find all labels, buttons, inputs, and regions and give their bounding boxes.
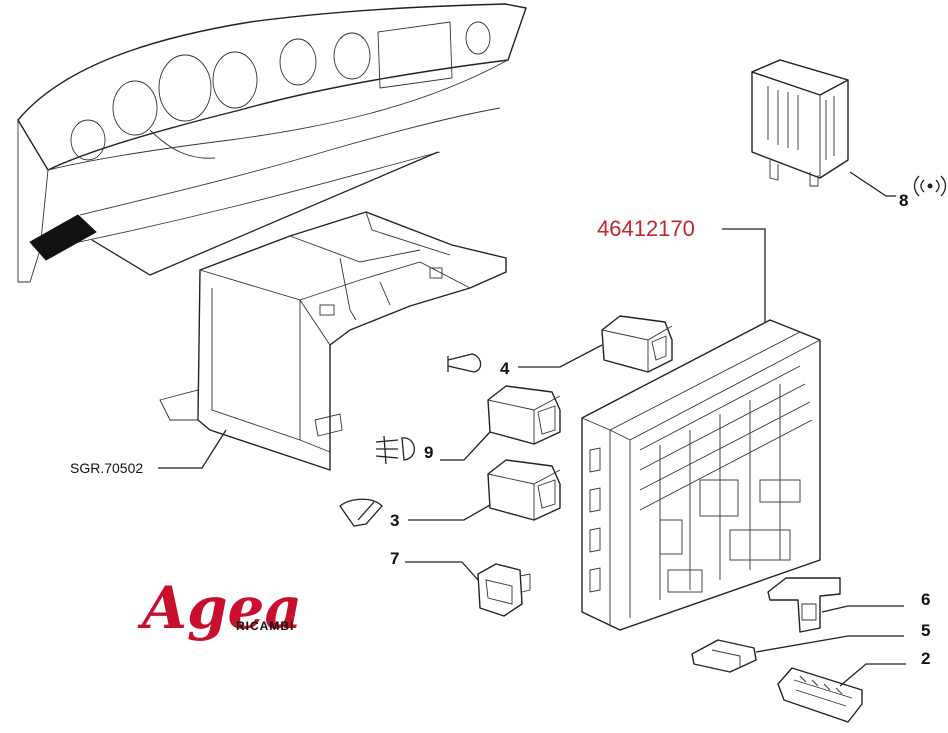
- alarm-signal-icon: [913, 175, 947, 197]
- part-6-bracket: [767, 577, 904, 633]
- agea-logo: Agea RICAMBI: [137, 574, 302, 642]
- callout-8: 8: [899, 191, 908, 210]
- relay-9: [440, 385, 561, 461]
- logo-subtitle: RICAMBI: [236, 619, 294, 633]
- part-number-label[interactable]: 46412170: [597, 216, 695, 241]
- dashboard-outline: [17, 3, 527, 283]
- callout-6: 6: [921, 590, 930, 609]
- rear-fog-light-icon: [375, 435, 415, 465]
- relay-4: [518, 315, 673, 373]
- logo-wordmark: Agea: [137, 574, 302, 642]
- fuse-box-location-marker: [29, 214, 97, 261]
- callout-3: 3: [390, 511, 399, 530]
- reference-code-label[interactable]: SGR.70502: [70, 460, 143, 476]
- callout-4: 4: [500, 359, 510, 378]
- relay-8: [751, 59, 896, 197]
- wiper-icon: [339, 498, 383, 527]
- reference-leader: [158, 429, 227, 469]
- callout-7: 7: [390, 549, 399, 568]
- fuse-box-46412170: [581, 228, 821, 631]
- part-5-fuse: [691, 635, 904, 673]
- part-2-fuse-puller: [777, 663, 906, 723]
- callout-5: 5: [921, 621, 930, 640]
- horn-icon: [447, 353, 482, 373]
- relay-3: [408, 459, 561, 521]
- relay-socket-7: [405, 561, 531, 617]
- callout-9: 9: [424, 443, 433, 462]
- callout-2: 2: [921, 649, 930, 668]
- fuse-box-bracket: [159, 211, 507, 471]
